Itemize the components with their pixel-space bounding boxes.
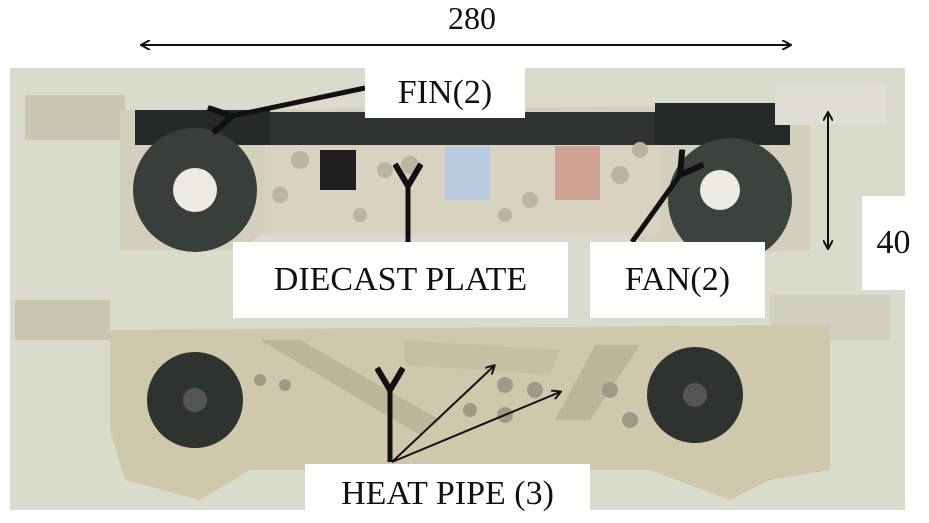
fin-arrow bbox=[232, 85, 366, 116]
pad-pink bbox=[555, 146, 600, 200]
fan-arrow bbox=[629, 175, 680, 244]
diecast-plate-label: DIECAST PLATE bbox=[233, 242, 568, 318]
heat-pipe-arrow-3 bbox=[391, 392, 560, 463]
height-dimension-label: 40 bbox=[862, 196, 925, 290]
fin-label: FIN(2) bbox=[365, 68, 525, 118]
heat-pipe-label: HEAT PIPE (3) bbox=[305, 464, 590, 523]
top-assembly bbox=[25, 85, 885, 262]
width-dimension-label: 280 bbox=[448, 0, 496, 36]
fin-right bbox=[655, 103, 790, 145]
pad-black bbox=[320, 150, 356, 190]
heat-pipe-arrow-2 bbox=[391, 366, 494, 463]
fan-label: FAN(2) bbox=[590, 242, 765, 318]
pad-blue bbox=[445, 146, 490, 200]
bottom-assembly bbox=[15, 295, 890, 500]
